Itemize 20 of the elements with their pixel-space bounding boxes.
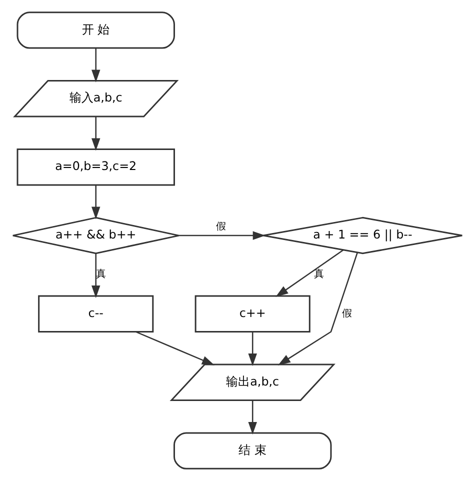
edge-label: 假 <box>216 222 226 233</box>
arrow <box>277 252 358 366</box>
node-box: c-- <box>38 295 154 332</box>
arrow <box>90 48 100 82</box>
node-diamond: a + 1 == 6 || b-- <box>262 216 462 254</box>
node-box: a=0,b=3,c=2 <box>16 148 174 186</box>
arrow <box>135 331 214 366</box>
arrow <box>90 253 100 298</box>
edge-label: 假 <box>341 308 352 320</box>
arrow <box>90 185 100 220</box>
arrow <box>178 231 265 240</box>
arrow <box>90 116 100 151</box>
node-diamond: a++ && b++ <box>12 216 180 254</box>
node-box: 结 束 <box>173 432 332 470</box>
arrow <box>248 400 256 434</box>
arrow <box>275 249 344 297</box>
node-box: c++ <box>194 295 310 332</box>
node-box: 开 始 <box>16 12 174 49</box>
arrow <box>248 332 256 366</box>
edge-label: 真 <box>314 269 324 280</box>
